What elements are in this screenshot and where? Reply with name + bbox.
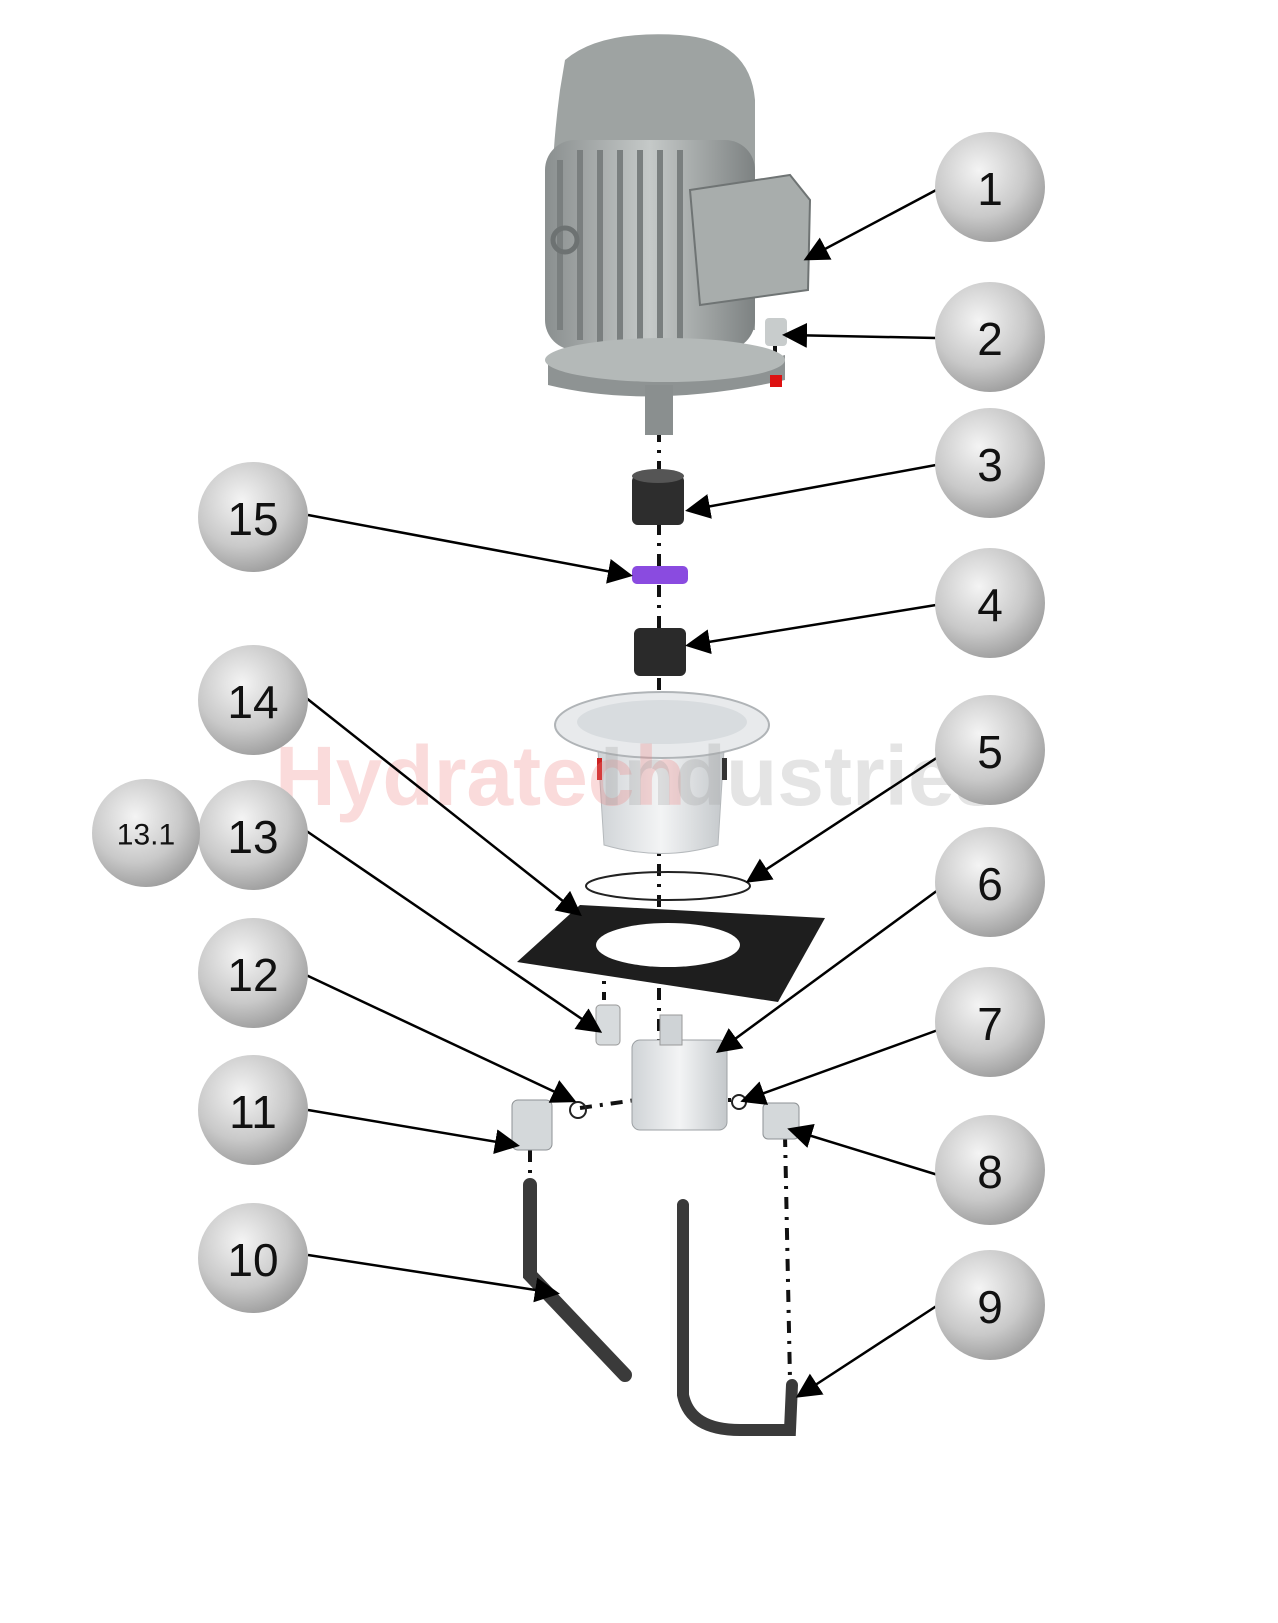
- callout-bubble: [198, 462, 308, 572]
- leader-line-5: [745, 755, 939, 883]
- fitting-13: [595, 1004, 621, 1046]
- callout-5: 5: [935, 695, 1045, 805]
- callout-13-1: 13.1: [92, 779, 200, 887]
- callout-bubble: [198, 918, 308, 1028]
- watermark: Hydratech Industries: [275, 729, 1001, 823]
- callout-label: 13: [227, 811, 278, 863]
- leader-line-2: [782, 322, 937, 348]
- callout-label: 2: [977, 313, 1003, 365]
- o-ring: [585, 871, 751, 901]
- coupling-half-lower: [634, 628, 686, 676]
- callout-label: 3: [977, 439, 1003, 491]
- leader-line-3: [685, 463, 937, 519]
- callout-6: 6: [935, 827, 1045, 937]
- callout-bubble: [198, 1203, 308, 1313]
- suction-pipe: [523, 1178, 632, 1382]
- callout-3: 3: [935, 408, 1045, 518]
- leader-line-7: [740, 1028, 939, 1105]
- callout-label: 11: [229, 1086, 277, 1138]
- flange-11: [511, 1099, 553, 1151]
- flange-8: [762, 1102, 800, 1140]
- callout-15: 15: [198, 462, 308, 572]
- callout-label: 1: [977, 163, 1003, 215]
- callout-bubble: [198, 780, 308, 890]
- callout-bubble: [935, 1115, 1045, 1225]
- callout-11: 11: [198, 1055, 308, 1165]
- leader-line-13: [304, 828, 603, 1033]
- leader-line-12: [305, 973, 577, 1103]
- callout-10: 10: [198, 1203, 308, 1313]
- callout-bubble: [92, 779, 200, 887]
- coupling-spider: [632, 566, 688, 584]
- coupling-half-upper: [632, 469, 684, 525]
- callout-8: 8: [935, 1115, 1045, 1225]
- leader-line-11: [307, 1108, 520, 1154]
- callout-bubble: [935, 695, 1045, 805]
- leader-line-10: [307, 1253, 560, 1303]
- callout-label: 8: [977, 1146, 1003, 1198]
- leader-line-8: [787, 1123, 939, 1177]
- callout-label: 9: [977, 1281, 1003, 1333]
- callout-label: 5: [977, 726, 1003, 778]
- callout-label: 14: [227, 676, 278, 728]
- seal-ring-7: [731, 1094, 747, 1110]
- callout-label: 12: [227, 949, 278, 1001]
- leader-line-14: [304, 696, 582, 917]
- callout-label: 10: [227, 1234, 278, 1286]
- leader-line-9: [795, 1303, 939, 1398]
- callout-bubble: [935, 282, 1045, 392]
- callout-label: 7: [977, 998, 1003, 1050]
- callout-bubble: [935, 827, 1045, 937]
- callout-label: 4: [977, 579, 1003, 631]
- bell-housing: [554, 691, 770, 854]
- callout-7: 7: [935, 967, 1045, 1077]
- callout-2: 2: [935, 282, 1045, 392]
- callout-1: 1: [935, 132, 1045, 242]
- leader-lines: [304, 186, 941, 1398]
- watermark-part1: Hydratech: [275, 729, 686, 823]
- callout-bubble: [935, 967, 1045, 1077]
- callout-label: 6: [977, 858, 1003, 910]
- callout-label: 13.1: [117, 819, 175, 852]
- callout-9: 9: [935, 1250, 1045, 1360]
- callout-13: 13: [198, 780, 308, 890]
- leader-line-6: [715, 888, 939, 1053]
- gear-pump: [631, 1014, 728, 1131]
- gasket-plate: [517, 905, 825, 1002]
- callout-bubble: [935, 132, 1045, 242]
- callout-14: 14: [198, 645, 308, 755]
- watermark-part2: Industries: [600, 729, 1001, 823]
- callout-4: 4: [935, 548, 1045, 658]
- callout-bubble: [198, 645, 308, 755]
- callout-label: 15: [227, 493, 278, 545]
- callout-bubble: [935, 1250, 1045, 1360]
- leader-line-4: [685, 603, 937, 655]
- leader-line-15: [307, 513, 633, 584]
- callout-bubble: [198, 1055, 308, 1165]
- electric-motor: [545, 34, 812, 435]
- seal-ring-12: [569, 1101, 587, 1119]
- callout-12: 12: [198, 918, 308, 1028]
- callout-bubble: [935, 408, 1045, 518]
- leader-line-1: [803, 186, 941, 261]
- return-pipe: [677, 1199, 798, 1436]
- callout-bubble: [935, 548, 1045, 658]
